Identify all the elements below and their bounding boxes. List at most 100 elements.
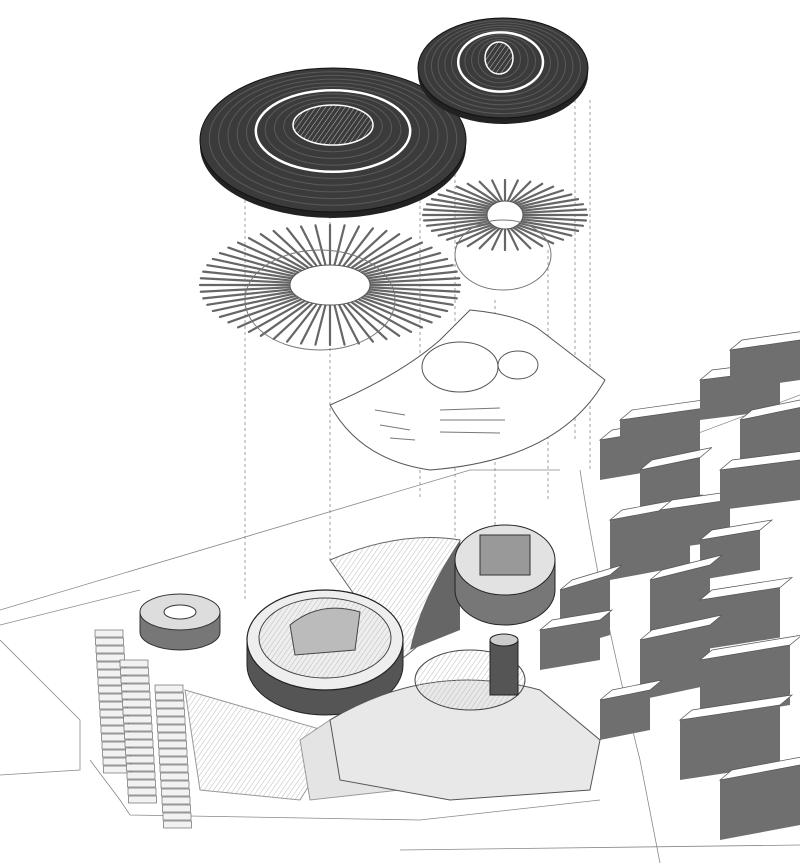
building-roof (698, 576, 794, 601)
structural-rib (430, 220, 491, 232)
structural-rib (360, 296, 433, 324)
building-roof (739, 399, 800, 421)
row-house-unit (125, 755, 155, 764)
structural-rib (350, 233, 401, 270)
structural-rib (491, 227, 504, 251)
structural-rib (227, 246, 300, 274)
row-house-unit (161, 788, 190, 797)
structural-rib (466, 182, 498, 204)
structural-rib (368, 277, 461, 284)
structural-rib (357, 298, 424, 329)
structural-rib (512, 226, 544, 248)
row-house-unit (157, 732, 187, 741)
row-house-unit (126, 771, 156, 780)
row-house-unit (159, 756, 188, 765)
structural-rib (519, 220, 580, 232)
structural-rib (422, 208, 489, 214)
structural-rib (314, 224, 327, 267)
roof-ring (424, 19, 582, 115)
row-house-unit (155, 700, 185, 709)
roof-ring (477, 39, 521, 79)
row-house-unit (122, 707, 152, 716)
structural-rib (512, 182, 544, 204)
rib-base-ring (454, 219, 552, 291)
structural-rib (353, 236, 413, 271)
dark-slope (410, 540, 460, 650)
row-house-unit (95, 645, 125, 654)
structural-rib (346, 301, 388, 341)
structural-rib (455, 185, 496, 205)
structural-rib (272, 229, 314, 269)
structural-rib (478, 180, 501, 203)
row-house-unit (161, 796, 191, 805)
structural-rib (259, 233, 310, 270)
structural-rib (362, 294, 442, 319)
plaza-hatched (184, 689, 341, 801)
structural-rib (366, 264, 454, 280)
row-house-unit (154, 684, 184, 693)
building-roof (649, 554, 723, 581)
row-house-unit (162, 812, 192, 821)
structural-rib (333, 224, 346, 267)
roof-ring (254, 88, 412, 174)
roof-ring (430, 22, 574, 110)
roof-ring (471, 36, 529, 84)
rib-base-ring (244, 249, 396, 351)
building-shadow-block (620, 408, 700, 465)
roof-ring (236, 82, 430, 186)
structural-rib (259, 300, 310, 337)
round-tower (454, 524, 556, 626)
structural-rib (364, 292, 449, 313)
structural-rib (247, 299, 307, 334)
structural-rib (425, 203, 489, 212)
structural-rib (342, 227, 375, 268)
building-roof (728, 331, 800, 351)
structural-rib (360, 246, 433, 274)
structural-rib (368, 286, 461, 293)
structural-rib (509, 227, 532, 250)
structural-rib (314, 303, 327, 346)
structural-rib (491, 179, 504, 203)
structural-rib (425, 218, 489, 227)
structural-rib (346, 229, 388, 269)
row-house-unit (158, 740, 187, 749)
structural-rib (218, 251, 298, 276)
structural-rib (521, 203, 585, 212)
roof-disks (199, 17, 589, 218)
structural-rib (285, 302, 318, 343)
structural-rib (236, 298, 303, 329)
structural-rib (516, 189, 565, 207)
exploded-floor-plan (329, 309, 606, 471)
structural-rib (367, 270, 458, 282)
structural-rib (437, 222, 492, 237)
row-house-unit (128, 795, 157, 804)
structural-rib (247, 236, 307, 271)
building-roof (599, 679, 663, 701)
structural-rib (521, 208, 588, 214)
building-roof (698, 634, 800, 661)
structural-rib (519, 198, 580, 210)
building-shadow-block (540, 620, 600, 670)
structural-rib (357, 241, 424, 272)
structural-rib (199, 277, 292, 284)
building-shadow-block (700, 587, 780, 650)
row-house-unit (122, 699, 151, 708)
structural-rib (364, 257, 449, 278)
roof-ring (464, 34, 537, 88)
roof-ring (283, 100, 383, 153)
structural-rib (514, 185, 555, 205)
roof-ring (218, 74, 448, 200)
building-shadow-block (680, 705, 780, 780)
building-roof (718, 756, 800, 781)
structural-rib (350, 300, 401, 337)
row-house-unit (123, 723, 153, 732)
structural-rib (362, 251, 442, 276)
structural-rib (206, 290, 294, 306)
building-roof (718, 451, 800, 471)
structural-rib (437, 193, 492, 208)
row-house-unit (125, 747, 154, 756)
row-house-unit (124, 731, 153, 740)
structural-rib (285, 227, 318, 268)
structural-rib (430, 198, 491, 210)
